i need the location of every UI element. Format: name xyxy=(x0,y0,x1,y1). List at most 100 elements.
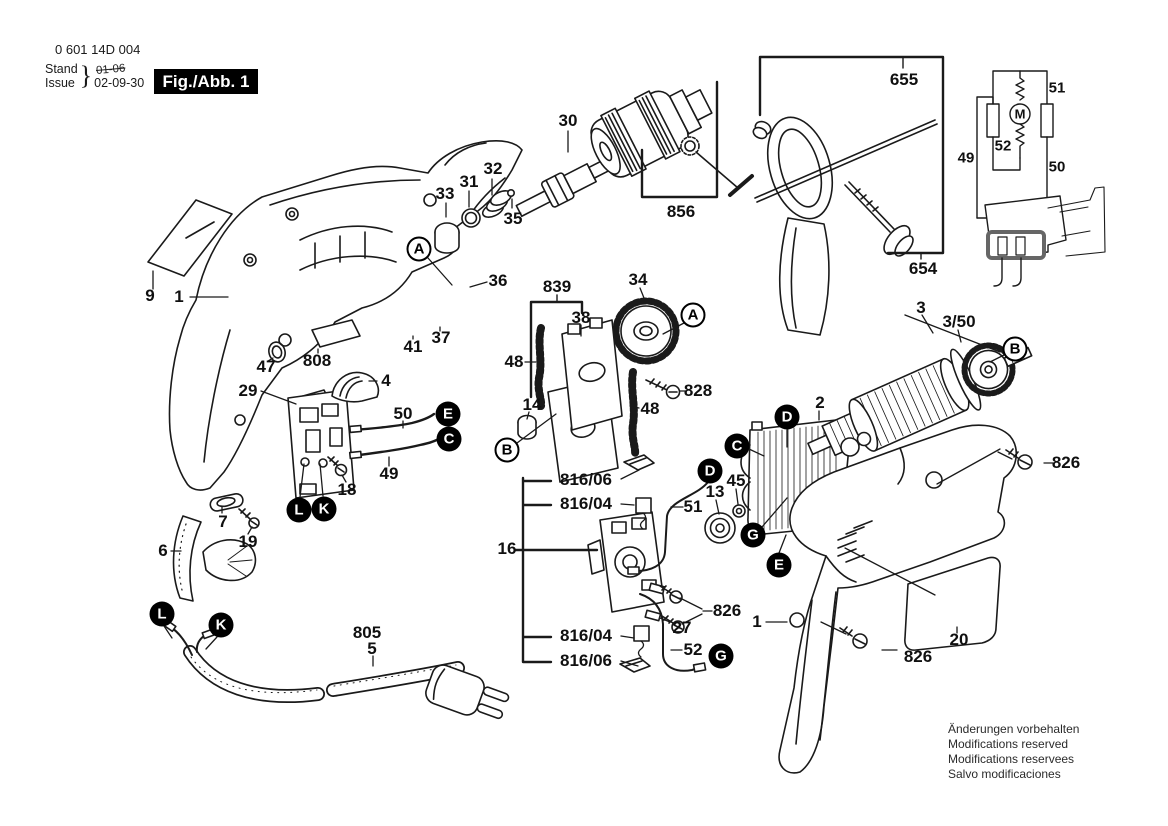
part-label-14: 14 xyxy=(522,395,542,414)
callout-D-2: D xyxy=(774,404,800,430)
part-label-41: 41 xyxy=(403,337,423,356)
part-label-36: 36 xyxy=(488,271,508,290)
callout-D-1: D xyxy=(697,458,723,484)
part-label-3-50: 3/50 xyxy=(942,312,976,331)
brace-glyph: } xyxy=(79,61,93,90)
spring-32-art xyxy=(481,190,513,218)
part-label-13: 13 xyxy=(705,482,725,501)
modification-notes: Änderungen vorbehalten Modifications res… xyxy=(948,722,1079,782)
callout-K-2: K xyxy=(208,612,234,638)
trigger-switch-art xyxy=(287,371,442,499)
issue-label: Issue xyxy=(45,76,75,90)
part-label-30: 30 xyxy=(558,111,578,130)
callout-A-1: A xyxy=(406,236,432,262)
callout-K-1: K xyxy=(311,496,337,522)
bearing-art xyxy=(704,504,746,544)
callout-C-1: C xyxy=(436,426,462,452)
part-label-654: 654 xyxy=(908,259,938,278)
part-label-816-06-top: 816/06 xyxy=(560,470,612,489)
part-label-20: 20 xyxy=(949,630,969,649)
guard-plates-art xyxy=(517,317,681,483)
note-es: Salvo modificaciones xyxy=(948,767,1061,781)
part-label-816-04-bottom: 816/04 xyxy=(560,626,612,645)
screw-18-art xyxy=(327,456,348,477)
part-label-38: 38 xyxy=(571,308,591,327)
part-label-50: 50 xyxy=(393,404,413,423)
callout-G-2: G xyxy=(708,643,734,669)
schematic-label-49: 49 xyxy=(957,149,975,167)
chuck-art xyxy=(590,89,754,197)
part-label-826-right: 826 xyxy=(1051,453,1081,472)
part-label-2: 2 xyxy=(815,393,825,412)
part-label-816-04-top: 816/04 xyxy=(560,494,612,513)
aux-handle-art xyxy=(752,116,938,336)
small-parts-art xyxy=(172,493,260,602)
stand-label: Stand xyxy=(45,62,78,76)
part-label-48-right: 48 xyxy=(640,399,660,418)
part-label-3: 3 xyxy=(916,298,926,317)
part-label-9: 9 xyxy=(145,286,155,305)
right-housing-art xyxy=(778,424,1033,774)
wiring-schematic-art xyxy=(976,70,1106,287)
schematic-label-51: 51 xyxy=(1048,79,1066,97)
screw-828-art xyxy=(645,378,681,400)
leader-lines xyxy=(152,130,1054,667)
callout-G-1: G xyxy=(740,522,766,548)
callout-A-2: A xyxy=(680,302,706,328)
part-label-47: 47 xyxy=(256,357,276,376)
part-label-29: 29 xyxy=(238,381,258,400)
controller-module-art xyxy=(587,454,709,673)
part-label-49: 49 xyxy=(379,464,399,483)
screw-826-bottom-art xyxy=(839,626,868,649)
schematic-label-52: 52 xyxy=(994,137,1012,155)
callout-C-2: C xyxy=(724,433,750,459)
screw-826-pair-art xyxy=(659,585,685,634)
figure-title: Fig./Abb. 1 xyxy=(154,69,258,94)
motor-symbol: M xyxy=(1014,106,1026,122)
part-label-31: 31 xyxy=(459,172,479,191)
part-label-33: 33 xyxy=(435,184,455,203)
callout-L-1: L xyxy=(286,497,312,523)
brackets-art xyxy=(513,55,1001,664)
issue-block: Stand Issue } 01-06 02-09-30 xyxy=(45,61,144,91)
part-label-805: 805 xyxy=(352,623,382,642)
screw-19-art xyxy=(238,508,260,529)
part-label-828: 828 xyxy=(683,381,713,400)
part-label-48-left: 48 xyxy=(504,352,524,371)
part-label-4: 4 xyxy=(381,371,391,390)
part-label-35: 35 xyxy=(503,209,523,228)
part-label-1: 1 xyxy=(174,287,184,306)
gear-34-art xyxy=(612,297,680,365)
note-de: Änderungen vorbehalten xyxy=(948,722,1080,736)
part-label-52: 52 xyxy=(683,640,703,659)
callout-B-1: B xyxy=(494,437,520,463)
callout-L-2: L xyxy=(149,601,175,627)
part-label-51: 51 xyxy=(683,497,703,516)
type-number: 0 601 14D 004 xyxy=(55,42,141,57)
note-en: Modifications reserved xyxy=(948,737,1069,751)
callout-E-1: E xyxy=(435,401,461,427)
part-label-1-right: 1 xyxy=(752,612,762,631)
part-label-826-center: 826 xyxy=(712,601,742,620)
part-label-808: 808 xyxy=(302,351,332,370)
part-label-16: 16 xyxy=(497,539,517,558)
part-label-6: 6 xyxy=(158,541,168,560)
part-label-816-06-bottom: 816/06 xyxy=(560,651,612,670)
part-label-27: 27 xyxy=(672,618,692,637)
callout-E-2: E xyxy=(766,552,792,578)
part-label-5: 5 xyxy=(367,639,377,658)
part-label-19: 19 xyxy=(238,532,258,551)
part-label-32: 32 xyxy=(483,159,503,178)
part-label-839: 839 xyxy=(542,277,572,296)
note-fr: Modifications reservees xyxy=(948,752,1075,766)
part-label-37: 37 xyxy=(431,328,451,347)
screw-826-top-art xyxy=(1005,448,1033,470)
schematic-label-50: 50 xyxy=(1048,158,1066,176)
part-label-18: 18 xyxy=(337,480,357,499)
part-label-34: 34 xyxy=(628,270,648,289)
part-label-826-bottom: 826 xyxy=(903,647,933,666)
part-label-45: 45 xyxy=(726,471,746,490)
part-label-655: 655 xyxy=(889,70,919,89)
